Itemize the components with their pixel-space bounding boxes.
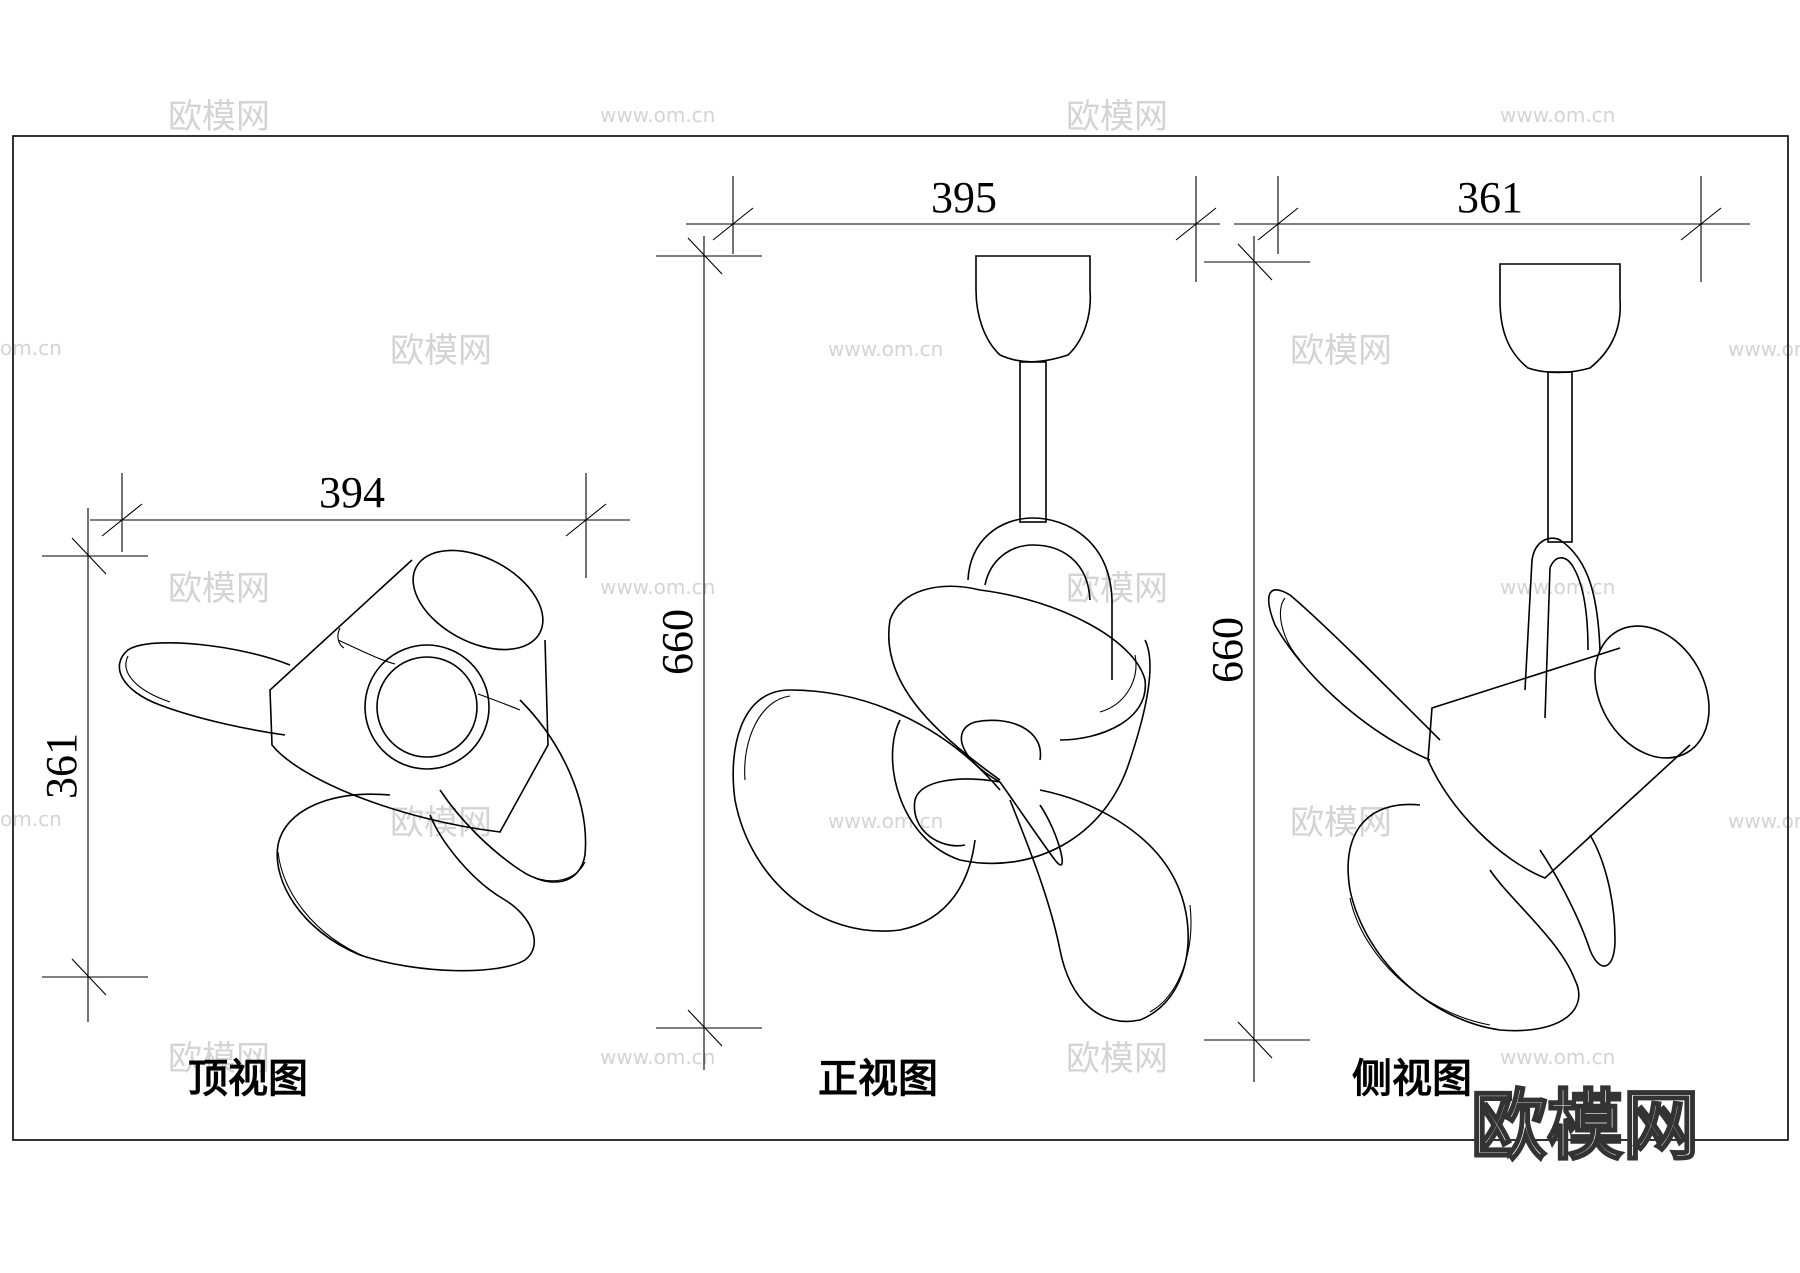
watermark-url: www.om.cn — [1500, 103, 1615, 127]
side-view-caption: 侧视图 — [1352, 1055, 1472, 1102]
side-view-height-dimension: 660 — [1203, 236, 1310, 1082]
watermark-brand: 欧模网 — [168, 569, 270, 609]
watermark-url: www.om.cn — [1728, 809, 1800, 833]
side-view-width-label: 361 — [1457, 173, 1523, 222]
watermark-url: om.cn — [0, 807, 62, 831]
watermark-url: www.om.cn — [828, 337, 943, 361]
front-view-blade-top — [887, 585, 1146, 781]
side-view-blade-back — [1268, 589, 1441, 761]
top-view-mount-ring-outer — [364, 644, 490, 770]
side-view-blade-bottom — [1347, 803, 1580, 1032]
side-view-yoke — [1524, 537, 1601, 719]
watermark-url: www.om.cn — [600, 103, 715, 127]
watermark-brand: 欧模网 — [1066, 569, 1168, 609]
side-view-downrod — [1547, 371, 1573, 543]
top-view: 394 361 顶视图 — [37, 468, 630, 1102]
watermark-url: www.om.cn — [828, 809, 943, 833]
front-view-height-label: 660 — [653, 609, 702, 675]
top-view-blade-bottom — [276, 793, 536, 972]
top-view-depth-label: 361 — [37, 733, 86, 799]
top-view-width-dimension: 394 — [90, 468, 630, 578]
watermark-brand: 欧模网 — [1066, 97, 1168, 137]
front-view-width-dimension: 395 — [686, 173, 1220, 282]
front-view-downrod — [1019, 361, 1047, 523]
side-view-motor-housing — [1427, 647, 1691, 879]
front-view-canopy — [975, 255, 1092, 363]
drawing-frame — [12, 135, 1789, 1141]
front-view-yoke — [967, 517, 1113, 680]
top-view-blade-right — [439, 699, 587, 883]
top-view-caption: 顶视图 — [188, 1055, 308, 1102]
side-view-housing-cap — [1594, 625, 1710, 759]
front-view-width-label: 395 — [931, 173, 997, 222]
top-view-motor-housing — [269, 559, 549, 833]
watermark-brand: 欧模网 — [1066, 1039, 1168, 1079]
front-view-hub — [913, 719, 1063, 866]
watermark-brand: 欧模网 — [168, 1039, 270, 1079]
side-view-blade-right — [1539, 834, 1616, 967]
brand-logo: 欧模网 — [1471, 1081, 1699, 1170]
side-view-height-label: 660 — [1203, 617, 1252, 683]
side-view-canopy — [1499, 263, 1621, 374]
top-view-blade-left — [118, 642, 291, 736]
front-view: 395 660 正视图 — [653, 173, 1220, 1102]
watermark-brand: 欧模网 — [1290, 331, 1392, 371]
watermark-brand: 欧模网 — [168, 97, 270, 137]
watermark-layer: 欧模网 www.om.cn 欧模网 www.om.cn om.cn 欧模网 ww… — [0, 97, 1800, 1079]
front-view-blade-right — [1009, 789, 1189, 1023]
top-view-mount-ring-inner — [376, 656, 478, 758]
watermark-url: om.cn — [0, 336, 62, 360]
top-view-housing-cap — [412, 549, 544, 651]
side-view-width-dimension: 361 — [1234, 173, 1750, 282]
side-view: 361 660 侧视图 — [1203, 173, 1750, 1102]
watermark-brand: 欧模网 — [390, 331, 492, 371]
top-view-width-label: 394 — [319, 468, 385, 517]
front-view-caption: 正视图 — [818, 1055, 938, 1102]
top-view-depth-dimension: 361 — [37, 508, 148, 1022]
front-view-motor-body — [891, 639, 1151, 865]
watermark-url: www.om.cn — [600, 575, 715, 599]
watermark-url: www.om.cn — [1500, 1045, 1615, 1069]
watermark-brand: 欧模网 — [1290, 803, 1392, 843]
front-view-height-dimension: 660 — [653, 236, 762, 1070]
front-view-blade-left — [732, 689, 1001, 932]
watermark-url: www.om.cn — [600, 1045, 715, 1069]
watermark-url: www.om.cn — [1728, 337, 1800, 361]
watermark-url: www.om.cn — [1500, 575, 1615, 599]
